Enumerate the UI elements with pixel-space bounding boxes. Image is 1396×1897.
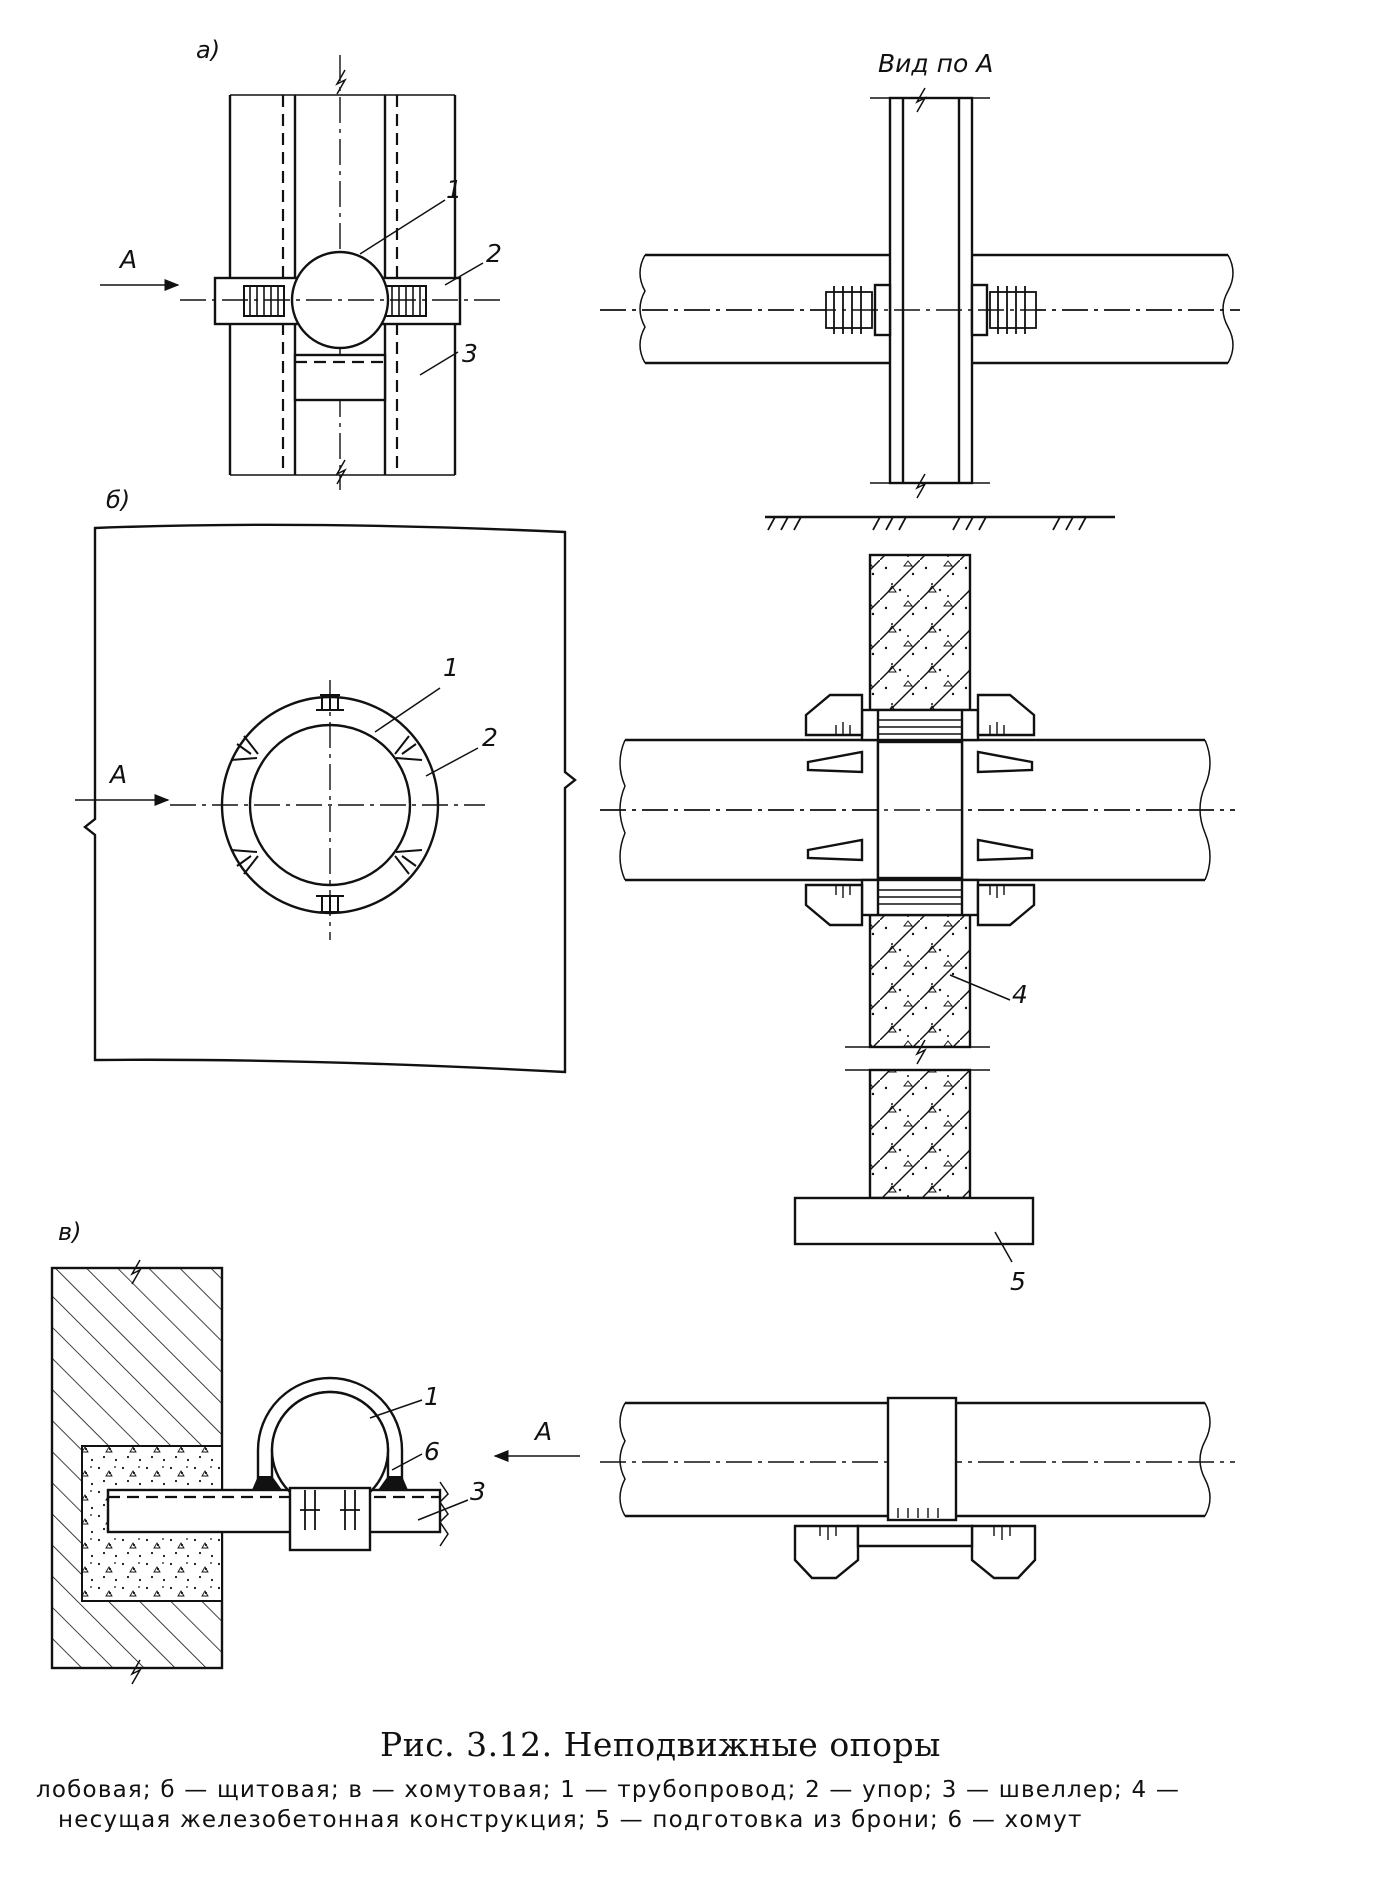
panel-a-plan: а) А 1 2 3 <box>100 36 502 490</box>
caption-legend-line-1: лобовая; б — щитовая; в — хомутовая; 1 —… <box>36 1777 1181 1803</box>
caption-legend-line-2: несущая железобетонная конструкция; 5 — … <box>58 1807 1083 1833</box>
callout-6: 6 <box>424 1437 440 1466</box>
callout-1: 1 <box>446 175 462 204</box>
caption-title: Рис. 3.12. Неподвижные опоры <box>380 1725 941 1764</box>
callout-b1: 1 <box>443 653 459 682</box>
callout-b2: 2 <box>482 723 498 752</box>
callout-v1: 1 <box>424 1382 440 1411</box>
panel-b-label: б) <box>106 486 130 514</box>
arrow-v-label: А <box>533 1417 552 1446</box>
panel-a-view: Вид по А <box>600 49 1240 531</box>
view-a-title: Вид по А <box>878 49 993 78</box>
panel-b-plan: б) А 1 2 <box>75 486 577 1074</box>
panel-a-label: а) <box>196 36 220 64</box>
panel-v-label: в) <box>58 1218 82 1246</box>
panel-v-view <box>600 1396 1235 1580</box>
callout-5: 5 <box>1010 1267 1026 1296</box>
arrow-a-label: А <box>118 245 137 274</box>
figure-fixed-supports: а) А 1 2 3 <box>50 36 1240 1685</box>
callout-3: 3 <box>462 339 478 368</box>
panel-v-plan: в) 1 6 3 А <box>50 1218 580 1685</box>
callout-v3: 3 <box>470 1477 486 1506</box>
panel-b-section: 4 5 <box>600 553 1235 1296</box>
callout-4: 4 <box>1012 980 1028 1009</box>
callout-2: 2 <box>486 239 502 268</box>
arrow-b-label: А <box>108 760 127 789</box>
